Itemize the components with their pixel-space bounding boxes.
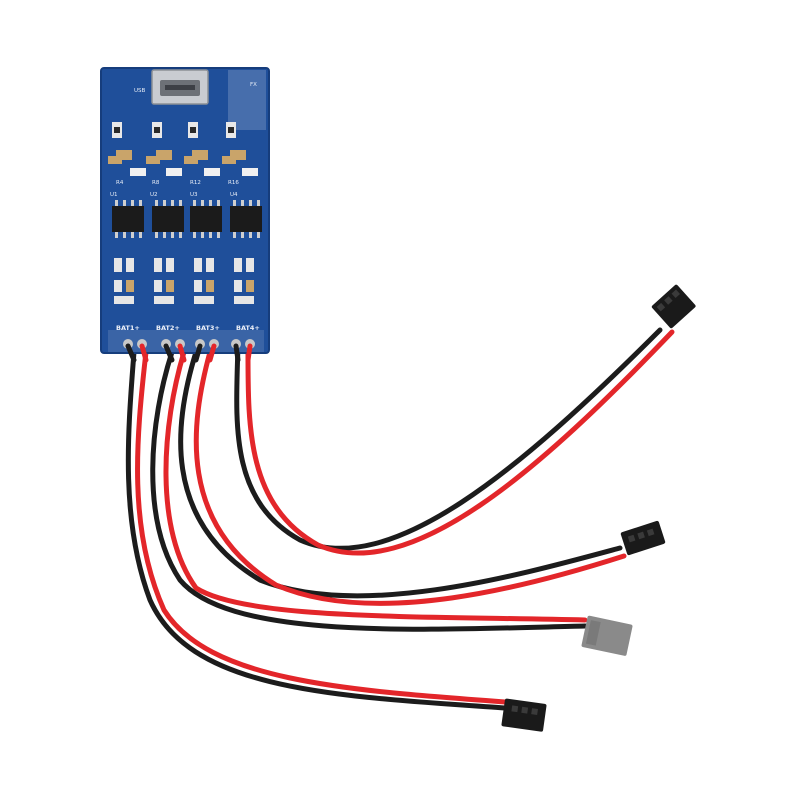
- top-components: [108, 122, 258, 176]
- wire-red-2: [193, 349, 627, 606]
- resistor-label-4: R16: [228, 180, 239, 186]
- wire-black-4: [125, 349, 508, 711]
- corner-mark: FX: [250, 82, 257, 88]
- lower-components: [114, 258, 254, 304]
- battery-label-3: BAT3+: [196, 324, 220, 332]
- wire-black-1: [234, 327, 663, 551]
- battery-label-1: BAT1+: [116, 324, 140, 332]
- pcb-board: USB FX: [100, 67, 270, 354]
- chip-label-1: U1: [110, 192, 118, 198]
- wire-stubs: [125, 343, 253, 363]
- resistor-label-2: R8: [152, 180, 160, 186]
- connector-3-gray: [581, 615, 633, 656]
- connector-2: [620, 520, 666, 556]
- wire-black-3: [150, 349, 588, 632]
- connector-4: [501, 698, 547, 732]
- wire-red-1: [245, 329, 675, 556]
- chips: [112, 200, 262, 238]
- resistor-label-3: R12: [190, 180, 201, 186]
- chip-label-4: U4: [230, 192, 238, 198]
- chip-label-2: U2: [150, 192, 158, 198]
- resistor-label-1: R4: [116, 180, 124, 186]
- battery-label-4: BAT4+: [236, 324, 260, 332]
- chip-label-3: U3: [190, 192, 198, 198]
- connector-1: [651, 284, 696, 329]
- usb-port: [151, 69, 209, 105]
- wire-red-4: [135, 349, 508, 705]
- wire-red-3: [163, 349, 588, 623]
- usb-label: USB: [134, 88, 146, 94]
- battery-label-2: BAT2+: [156, 324, 180, 332]
- wire-harness: [125, 327, 675, 711]
